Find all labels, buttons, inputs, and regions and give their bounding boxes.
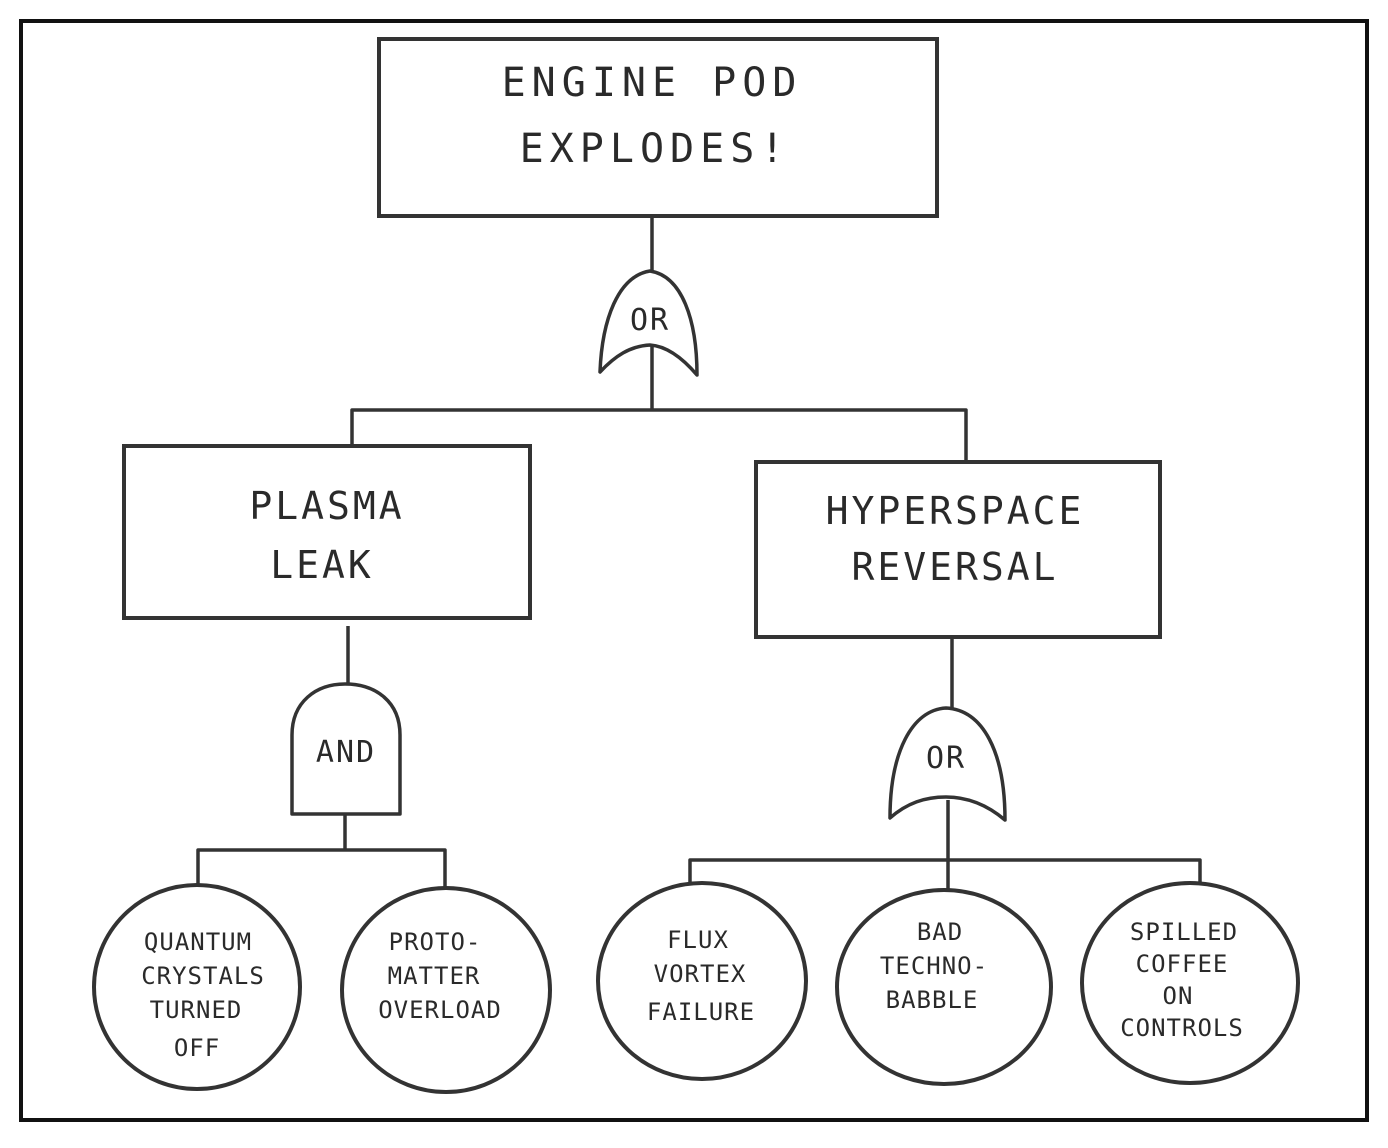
and-gate-label: AND <box>316 735 376 770</box>
basic-event-flux-vortex-failure: FLUX VORTEX FAILURE <box>596 881 808 1081</box>
hyperspace-reversal-line-1: HYPERSPACE <box>826 489 1085 533</box>
proto-matter-line-2: MATTER <box>388 962 481 990</box>
spilled-coffee-line-4: CONTROLS <box>1120 1014 1244 1042</box>
techno-babble-line-1: BAD <box>917 918 963 946</box>
connector-or2-branch <box>688 858 1202 886</box>
plasma-leak-line-1: PLASMA <box>249 484 404 528</box>
plasma-leak-line-2: LEAK <box>270 543 374 587</box>
intermediate-event-hyperspace-reversal: HYPERSPACE REVERSAL <box>754 460 1162 639</box>
basic-event-bad-techno-babble: BAD TECHNO- BABBLE <box>835 888 1053 1086</box>
intermediate-event-plasma-leak: PLASMA LEAK <box>122 444 532 620</box>
outer-frame <box>19 19 1369 1122</box>
connectors <box>196 218 1202 893</box>
quantum-crystals-line-1: QUANTUM <box>144 928 252 956</box>
proto-matter-line-3: OVERLOAD <box>378 996 502 1024</box>
top-event-line-2: EXPLODES! <box>520 126 791 172</box>
spilled-coffee-line-1: SPILLED <box>1130 918 1238 946</box>
top-or-gate: OR <box>598 269 699 377</box>
basic-event-proto-matter-overload: PROTO- MATTER OVERLOAD <box>340 886 552 1094</box>
basic-event-spilled-coffee: SPILLED COFFEE ON CONTROLS <box>1080 881 1300 1085</box>
lower-or-gate-label: OR <box>926 741 966 776</box>
connector-top-branch <box>350 408 968 462</box>
quantum-crystals-line-4: OFF <box>174 1034 220 1062</box>
flux-vortex-line-2: VORTEX <box>654 960 747 988</box>
top-or-gate-label: OR <box>630 303 670 338</box>
flux-vortex-line-1: FLUX <box>667 926 729 954</box>
proto-matter-line-1: PROTO- <box>389 928 482 956</box>
connector-and-branch <box>196 848 447 890</box>
flux-vortex-line-3: FAILURE <box>647 998 755 1026</box>
spilled-coffee-line-3: ON <box>1163 982 1194 1010</box>
spilled-coffee-line-2: COFFEE <box>1136 950 1229 978</box>
techno-babble-line-3: BABBLE <box>886 986 979 1014</box>
lower-or-gate: OR <box>888 706 1007 822</box>
and-gate: AND <box>290 682 402 816</box>
hyperspace-reversal-line-2: REVERSAL <box>851 545 1058 589</box>
quantum-crystals-line-3: TURNED <box>150 996 243 1024</box>
top-event-box: ENGINE POD EXPLODES! <box>377 37 939 218</box>
top-event-line-1: ENGINE POD <box>502 60 803 106</box>
techno-babble-line-2: TECHNO- <box>880 952 988 980</box>
quantum-crystals-line-2: CRYSTALS <box>141 962 265 990</box>
basic-event-quantum-crystals: QUANTUM CRYSTALS TURNED OFF <box>92 883 302 1091</box>
